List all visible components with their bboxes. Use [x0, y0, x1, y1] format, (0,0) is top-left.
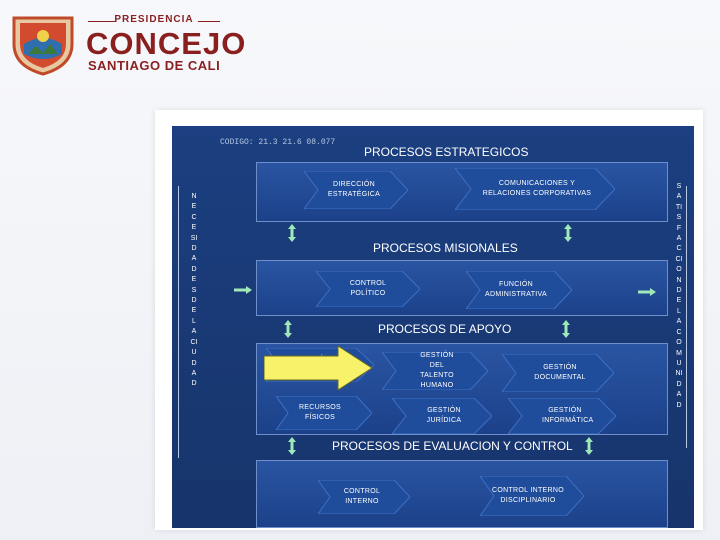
- box-comunicaciones: COMUNICACIONES Y RELACIONES CORPORATIVAS: [453, 167, 616, 211]
- updown-arrow-icon: [288, 224, 296, 242]
- left-vertical-text: NECESIDADES DE LA CIUDAD: [190, 193, 198, 388]
- process-map: CODIGO: 21.3 21.6 08.077 PROCESOS ESTRAT…: [172, 126, 694, 528]
- updown-arrow-icon: [564, 224, 572, 242]
- frame-left: [178, 186, 179, 458]
- brand-concejo: CONCEJO: [86, 26, 247, 61]
- highlight-arrow-icon: [264, 346, 373, 390]
- frame-right: [686, 186, 687, 448]
- box-direccion: DIRECCIÓN ESTRATÉGICA: [303, 170, 409, 210]
- brand-city: SANTIAGO DE CALI: [88, 58, 221, 73]
- updown-arrow-icon: [288, 437, 296, 455]
- right-vertical-text: SATISFACCION DE LA COMUNIDAD: [675, 183, 683, 409]
- box-talento: GESTIÓN DEL TALENTO HUMANO: [381, 351, 489, 391]
- box-documental: GESTIÓN DOCUMENTAL: [501, 353, 615, 393]
- brand-presidencia: PRESIDENCIA: [88, 14, 220, 28]
- box-disciplinario: CONTROL INTERNO DISCIPLINARIO: [479, 475, 585, 517]
- box-funcion: FUNCIÓN ADMINISTRATIVA: [465, 270, 573, 310]
- presidencia-text: PRESIDENCIA: [114, 14, 194, 25]
- updown-arrow-icon: [562, 320, 570, 338]
- right-arrow-icon: [638, 288, 656, 296]
- title-apoyo: PROCESOS DE APOYO: [378, 322, 512, 336]
- updown-arrow-icon: [585, 437, 593, 455]
- box-informatica: GESTIÓN INFORMÁTICA: [506, 397, 617, 435]
- box-control-politico: CONTROL POLÍTICO: [314, 270, 421, 308]
- band-evaluacion: [256, 460, 668, 528]
- title-estrategicos: PROCESOS ESTRATEGICOS: [364, 145, 529, 159]
- right-arrow-icon: [234, 286, 252, 294]
- code-label: CODIGO: 21.3 21.6 08.077: [220, 138, 336, 147]
- box-recursos: RECURSOS FÍSICOS: [275, 395, 373, 431]
- updown-arrow-icon: [284, 320, 292, 338]
- title-misionales: PROCESOS MISIONALES: [373, 241, 518, 255]
- header: PRESIDENCIA CONCEJO SANTIAGO DE CALI: [0, 0, 720, 90]
- coat-of-arms-icon: [12, 16, 74, 76]
- box-control-interno: CONTROL INTERNO: [317, 479, 411, 515]
- title-evaluacion: PROCESOS DE EVALUACION Y CONTROL: [332, 439, 573, 453]
- box-juridica: GESTIÓN JURÍDICA: [390, 397, 493, 435]
